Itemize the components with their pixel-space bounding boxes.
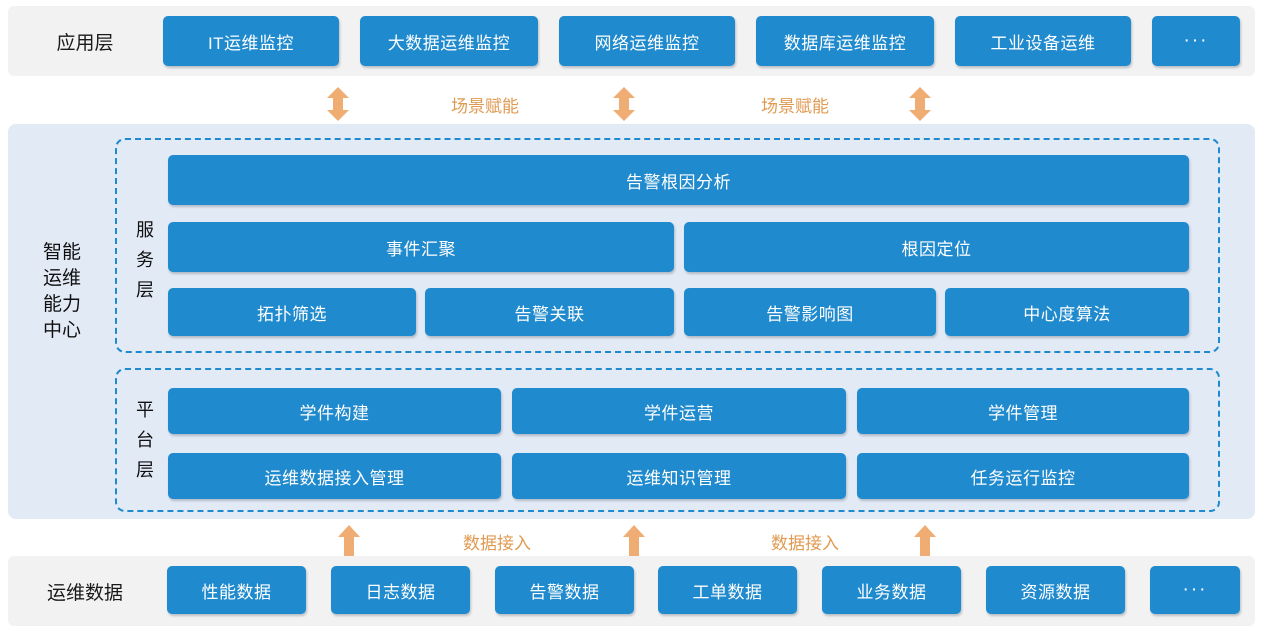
service-box-alarm-root-cause-analysis[interactable]: 告警根因分析 bbox=[168, 155, 1189, 205]
scene-enabling-label-1: 场景赋能 bbox=[451, 96, 519, 116]
app-item-industrial-equipment-ops[interactable]: 工业设备运维 bbox=[955, 16, 1131, 66]
capability-center-title: 智能 运维 能力 中心 bbox=[14, 240, 110, 344]
data-access-label-2: 数据接入 bbox=[771, 533, 839, 553]
service-box-root-cause-location[interactable]: 根因定位 bbox=[684, 222, 1189, 272]
data-access-label-1: 数据接入 bbox=[463, 533, 531, 553]
data-access-arrow-3 bbox=[912, 525, 938, 557]
service-layer-label: 服 务 层 bbox=[128, 215, 162, 305]
data-item-business-data[interactable]: 业务数据 bbox=[822, 566, 961, 614]
app-item-more[interactable]: ··· bbox=[1152, 16, 1240, 66]
data-access-arrow-2 bbox=[621, 525, 647, 557]
data-item-resource-data[interactable]: 资源数据 bbox=[986, 566, 1125, 614]
platform-box-ops-data-access-management[interactable]: 运维数据接入管理 bbox=[168, 453, 501, 499]
platform-layer-label-char-2: 台 bbox=[136, 430, 154, 450]
scene-enabling-arrow-2 bbox=[610, 87, 638, 121]
data-item-log-data[interactable]: 日志数据 bbox=[331, 566, 470, 614]
scene-enabling-arrow-1 bbox=[324, 87, 352, 121]
service-box-alarm-correlation[interactable]: 告警关联 bbox=[425, 288, 674, 336]
app-item-bigdata-ops-monitoring[interactable]: 大数据运维监控 bbox=[360, 16, 538, 66]
application-layer-label: 应用层 bbox=[56, 32, 114, 54]
platform-layer-label-char-3: 层 bbox=[136, 460, 154, 480]
capability-center-title-line-3: 能力 bbox=[42, 294, 81, 315]
app-item-database-ops-monitoring[interactable]: 数据库运维监控 bbox=[756, 16, 934, 66]
scene-enabling-arrow-3 bbox=[906, 87, 934, 121]
platform-layer-label: 平 台 层 bbox=[128, 395, 162, 485]
service-box-centrality-algorithm[interactable]: 中心度算法 bbox=[945, 288, 1189, 336]
app-item-network-ops-monitoring[interactable]: 网络运维监控 bbox=[559, 16, 735, 66]
platform-box-task-run-monitoring[interactable]: 任务运行监控 bbox=[857, 453, 1189, 499]
data-item-more[interactable]: ··· bbox=[1150, 566, 1240, 614]
capability-center-title-line-1: 智能 bbox=[42, 242, 81, 263]
scene-enabling-label-2: 场景赋能 bbox=[761, 96, 829, 116]
data-item-ticket-data[interactable]: 工单数据 bbox=[658, 566, 797, 614]
platform-box-learnware-operation[interactable]: 学件运营 bbox=[512, 388, 846, 434]
service-layer-label-char-2: 务 bbox=[136, 250, 154, 270]
service-box-topology-filtering[interactable]: 拓扑筛选 bbox=[168, 288, 416, 336]
platform-box-learnware-management[interactable]: 学件管理 bbox=[857, 388, 1189, 434]
data-access-arrow-1 bbox=[336, 525, 362, 557]
platform-box-learnware-construction[interactable]: 学件构建 bbox=[168, 388, 501, 434]
service-layer-label-char-1: 服 bbox=[136, 220, 154, 240]
capability-center-title-line-4: 中心 bbox=[42, 320, 81, 341]
service-layer-label-char-3: 层 bbox=[136, 280, 154, 300]
data-item-performance-data[interactable]: 性能数据 bbox=[167, 566, 306, 614]
service-box-alarm-impact-graph[interactable]: 告警影响图 bbox=[684, 288, 936, 336]
platform-layer-label-char-1: 平 bbox=[136, 400, 154, 420]
platform-layer-group bbox=[115, 368, 1220, 512]
capability-center-title-line-2: 运维 bbox=[42, 268, 81, 289]
platform-box-ops-knowledge-management[interactable]: 运维知识管理 bbox=[512, 453, 846, 499]
app-item-it-ops-monitoring[interactable]: IT运维监控 bbox=[163, 16, 339, 66]
service-box-event-aggregation[interactable]: 事件汇聚 bbox=[168, 222, 674, 272]
service-layer-group bbox=[115, 138, 1220, 353]
ops-data-layer-label: 运维数据 bbox=[46, 582, 123, 604]
data-item-alarm-data[interactable]: 告警数据 bbox=[495, 566, 634, 614]
